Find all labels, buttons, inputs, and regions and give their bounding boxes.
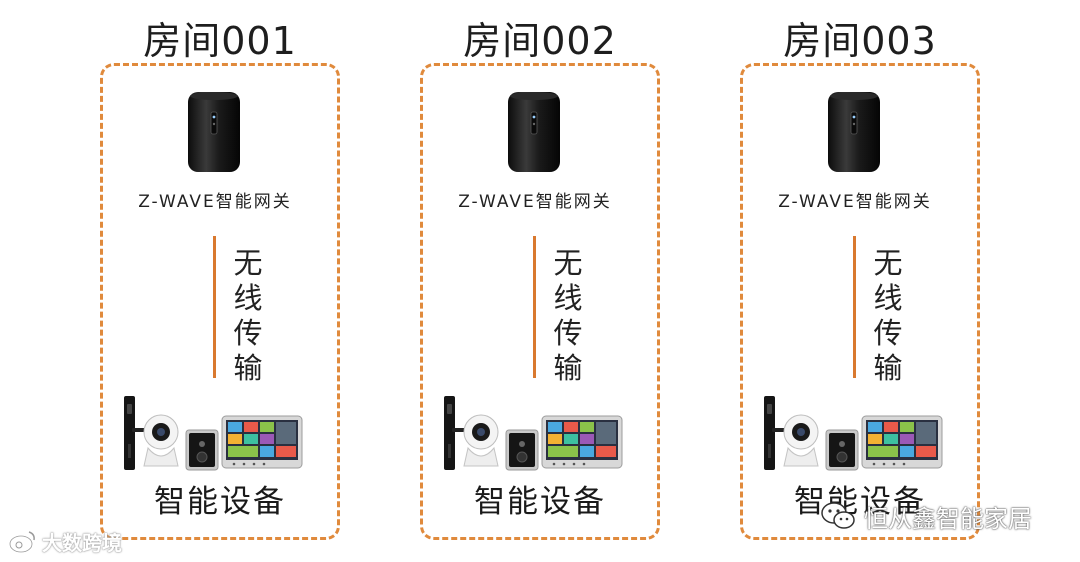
gateway-device-icon: [507, 90, 561, 174]
transmission-label: 无 线 传 输: [871, 246, 905, 386]
room-panel-1: 房间001 Z-WAVE智能网关 无 线 传 输: [90, 0, 350, 562]
right-watermark-text: 恒从鑫智能家居: [864, 499, 1032, 534]
smart-devices-icon: [124, 394, 304, 474]
transmission-char: 输: [231, 351, 265, 386]
transmission-char: 输: [551, 351, 585, 386]
transmission-char: 线: [871, 281, 905, 316]
gateway-label: Z-WAVE智能网关: [90, 187, 340, 212]
weibo-icon: [8, 528, 38, 554]
left-watermark: 大数跨境: [8, 526, 122, 556]
left-watermark-text: 大数跨境: [42, 527, 122, 556]
wechat-icon: [820, 500, 856, 532]
smart-devices-icon: [764, 394, 944, 474]
devices-label: 智能设备: [90, 476, 350, 521]
gateway-device-icon: [827, 90, 881, 174]
room-title: 房间002: [410, 10, 670, 65]
room-title: 房间001: [90, 10, 350, 65]
connector-line: [533, 236, 536, 378]
transmission-char: 传: [231, 316, 265, 351]
room-panel-2: 房间002 Z-WAVE智能网关 无 线 传 输: [410, 0, 670, 562]
connector-line: [213, 236, 216, 378]
smart-devices-icon: [444, 394, 624, 474]
gateway-device-icon: [187, 90, 241, 174]
gateway-label: Z-WAVE智能网关: [410, 187, 660, 212]
devices-label: 智能设备: [410, 476, 670, 521]
transmission-char: 传: [871, 316, 905, 351]
transmission-label: 无 线 传 输: [551, 246, 585, 386]
transmission-char: 线: [551, 281, 585, 316]
transmission-char: 无: [231, 246, 265, 281]
transmission-char: 无: [551, 246, 585, 281]
connector-line: [853, 236, 856, 378]
transmission-char: 线: [231, 281, 265, 316]
gateway-label: Z-WAVE智能网关: [730, 187, 980, 212]
right-watermark: 恒从鑫智能家居: [820, 496, 1032, 536]
transmission-char: 输: [871, 351, 905, 386]
room-title: 房间003: [730, 10, 990, 65]
room-panel-3: 房间003 Z-WAVE智能网关 无 线 传 输: [730, 0, 990, 562]
transmission-char: 传: [551, 316, 585, 351]
transmission-char: 无: [871, 246, 905, 281]
transmission-label: 无 线 传 输: [231, 246, 265, 386]
